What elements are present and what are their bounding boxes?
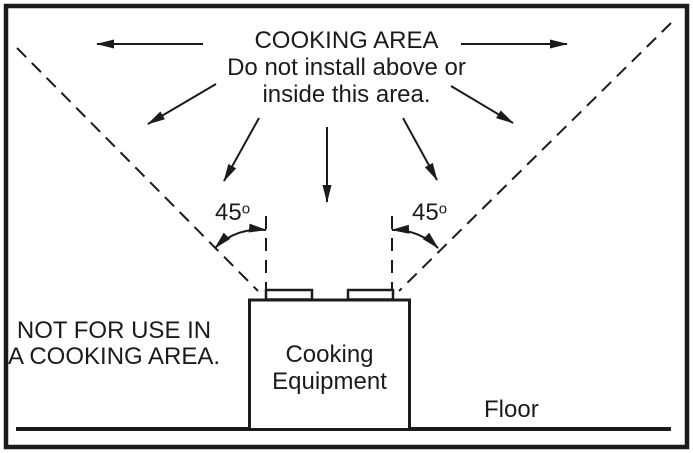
left-angle-label: 45o — [215, 201, 250, 225]
left-angle-arc-arrow-icon — [214, 223, 267, 249]
diagram-border — [3, 3, 690, 450]
cooking-area-caption: COOKING AREA Do not install above or ins… — [0, 27, 693, 108]
cooking-equipment-label-line2: Equipment — [272, 368, 387, 395]
cooking-area-subtitle-line2: inside this area. — [262, 81, 431, 108]
right-angle-degree-symbol: o — [438, 200, 448, 218]
right-angle-arc-arrow-icon — [391, 224, 439, 249]
cooking-equipment-label: Cooking Equipment — [249, 341, 410, 395]
arrow-down-left-upper-icon — [147, 83, 217, 125]
not-for-use-warning-line1: NOT FOR USE IN — [16, 317, 212, 344]
cooking-equipment-label-line1: Cooking — [285, 341, 374, 368]
left-angle-value: 45 — [215, 199, 242, 226]
cooking-area-subtitle-line1: Do not install above or — [227, 54, 466, 81]
right-boundary-dashed-line — [398, 22, 672, 292]
not-for-use-warning: NOT FOR USE IN A COOKING AREA. — [8, 318, 220, 370]
left-burner — [264, 288, 314, 301]
not-for-use-warning-line2: A COOKING AREA. — [8, 343, 221, 370]
arrow-down-right-lower-icon — [402, 117, 438, 181]
cooking-area-title: COOKING AREA — [254, 27, 439, 54]
floor-label: Floor — [484, 396, 539, 423]
left-angle-degree-symbol: o — [241, 200, 251, 218]
right-angle-value: 45 — [412, 199, 439, 226]
arrow-down-left-lower-icon — [223, 117, 260, 182]
right-burner — [346, 288, 395, 301]
cooking-equipment-box — [248, 298, 411, 431]
right-angle-label: 45o — [412, 201, 447, 225]
arrow-down-right-upper-icon — [450, 85, 514, 124]
left-boundary-dashed-line — [16, 47, 259, 292]
